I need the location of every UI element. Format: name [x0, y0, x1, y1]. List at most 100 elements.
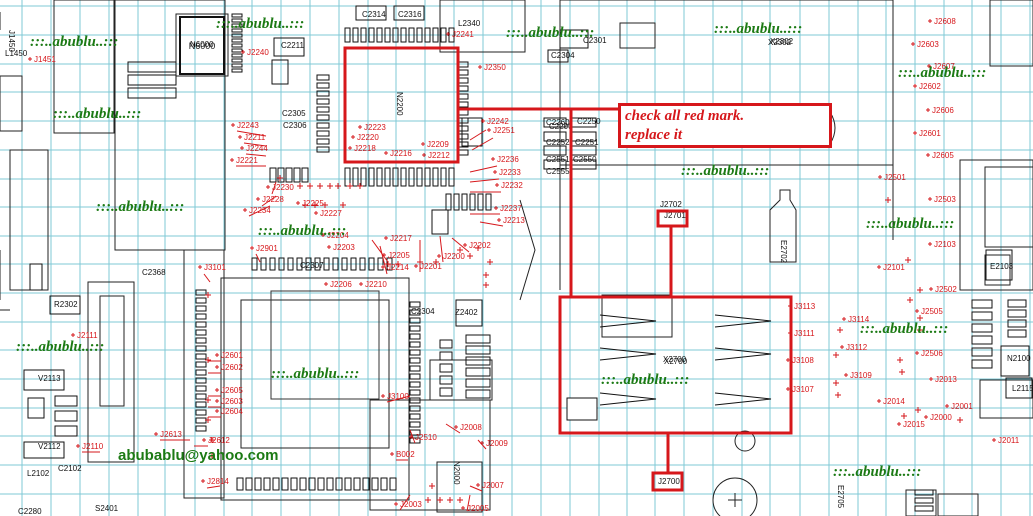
test-point — [277, 175, 283, 181]
author-email: abubablu@yahoo.com — [118, 447, 279, 464]
test-point — [928, 197, 932, 201]
pad — [287, 257, 294, 271]
pad — [409, 389, 421, 396]
test-point — [384, 151, 388, 155]
test-point — [437, 497, 443, 503]
buzzer-outline — [712, 477, 758, 516]
test-point — [446, 32, 450, 36]
connector-pad — [231, 38, 243, 43]
pad — [439, 339, 453, 349]
pad — [353, 477, 361, 491]
component-label: J3108 — [792, 356, 814, 365]
component-label: J2241 — [452, 30, 474, 39]
pad — [195, 313, 207, 320]
component-label: J2603 — [221, 397, 243, 406]
component-label: B002 — [396, 450, 415, 459]
leader-line — [236, 130, 267, 137]
component-label: J2228 — [262, 195, 284, 204]
pad — [290, 477, 298, 491]
component-label: J2602 — [919, 82, 941, 91]
pad — [323, 257, 330, 271]
component-label: J2213 — [503, 216, 525, 225]
test-point — [901, 413, 907, 419]
pad — [389, 477, 397, 491]
watermark: :::..abublu..::: — [506, 25, 595, 41]
pad — [371, 477, 379, 491]
ic-pin — [440, 27, 447, 43]
component-label: C2211 — [281, 41, 305, 50]
pad — [54, 395, 78, 407]
pad — [54, 410, 78, 422]
board-outline — [436, 461, 483, 513]
test-point — [312, 202, 318, 208]
pad — [195, 345, 207, 352]
board-outline — [53, 0, 115, 134]
test-point — [324, 282, 328, 286]
leader-line — [409, 429, 416, 444]
component-label: J2217 — [390, 234, 412, 243]
test-point — [215, 409, 219, 413]
test-point — [840, 345, 844, 349]
ic-pin — [448, 27, 455, 43]
leader-line — [445, 423, 461, 434]
pad — [971, 347, 993, 357]
test-point — [230, 158, 234, 162]
watermark: :::..abublu..::: — [866, 216, 955, 232]
watermark: :::..abublu..::: — [681, 163, 770, 179]
pad — [547, 49, 569, 63]
red-marks — [343, 46, 793, 492]
test-point — [205, 397, 211, 403]
ic-pin — [392, 27, 399, 43]
test-point — [302, 202, 308, 208]
test-point — [915, 407, 921, 413]
test-point — [335, 183, 341, 189]
component-label: J3109 — [850, 371, 872, 380]
board-outline — [240, 299, 390, 449]
component-label: J2005 — [467, 504, 489, 513]
component-label: J1451 — [34, 55, 56, 64]
pad — [195, 369, 207, 376]
test-point — [209, 437, 215, 443]
connector-pad — [231, 18, 243, 23]
component-label: J2602 — [221, 363, 243, 372]
pad — [49, 295, 81, 315]
card-contact — [599, 392, 657, 406]
pad — [409, 357, 421, 364]
pad — [971, 359, 993, 369]
pad — [335, 477, 343, 491]
ic-pin — [416, 27, 423, 43]
test-point — [384, 236, 388, 240]
component-label: L2102 — [27, 469, 50, 478]
pad — [355, 5, 387, 21]
watermark: :::..abublu..::: — [53, 106, 142, 122]
pad — [195, 289, 207, 296]
test-point — [491, 157, 495, 161]
leader-line — [255, 253, 261, 263]
leader-line — [271, 181, 277, 195]
test-point — [347, 183, 353, 189]
test-point — [461, 506, 465, 510]
component-label: C2251 — [575, 138, 599, 147]
pad — [439, 351, 453, 361]
component-label: J2206 — [330, 280, 352, 289]
component-label: J2700 — [658, 477, 680, 486]
connector-pad — [231, 23, 243, 28]
pad — [1005, 377, 1033, 399]
pad — [971, 311, 993, 321]
pad — [195, 321, 207, 328]
test-point — [878, 175, 882, 179]
card-contact — [599, 314, 657, 328]
pad — [543, 131, 567, 142]
test-point — [422, 153, 426, 157]
component-label: J2505 — [921, 307, 943, 316]
component-label: J3101 — [204, 263, 226, 272]
pad — [465, 345, 491, 355]
component-label: J3111 — [794, 329, 815, 338]
ic-pin — [316, 130, 330, 137]
component-label: J2209 — [427, 140, 449, 149]
pad — [54, 425, 78, 437]
test-point — [915, 351, 919, 355]
pad — [344, 477, 352, 491]
component-label: J3100 — [387, 392, 409, 401]
connector-pad — [231, 28, 243, 33]
